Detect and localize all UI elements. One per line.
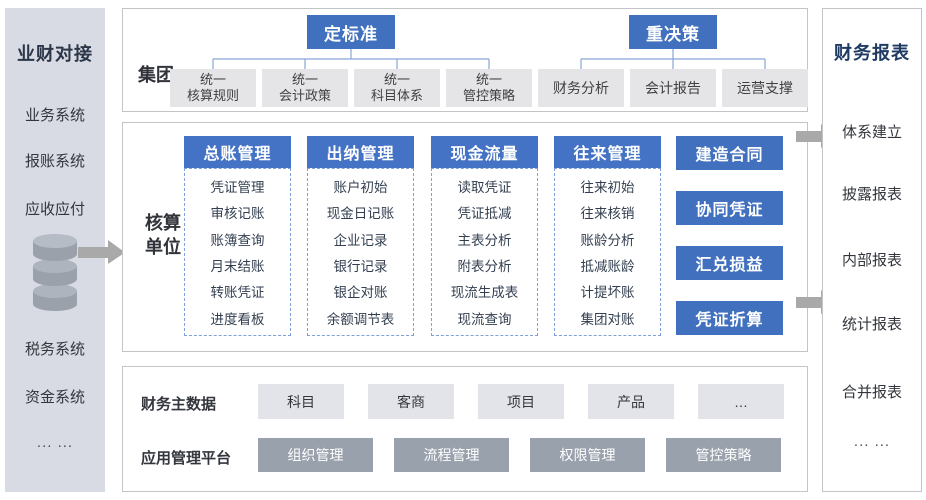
column-general-ledger: 总账管理 凭证管理 审核记账 账簿查询 月末结账 转账凭证 进度看板 (184, 136, 291, 336)
list-item: 往来核销 (580, 206, 635, 222)
column-transaction-management: 往来管理 往来初始 往来核销 账龄分析 抵减账龄 计提坏账 集团对账 (554, 136, 661, 336)
app-platform-label: 应用管理平台 (141, 450, 232, 467)
group-section-label: 集团 (138, 65, 174, 85)
list-item: 集团对账 (580, 311, 635, 327)
list-item: 银行记录 (333, 259, 388, 275)
column-header: 往来管理 (554, 136, 661, 168)
sidebar-item-business-system: 业务系统 (24, 107, 85, 124)
platform-box-process-management: 流程管理 (394, 438, 509, 472)
list-item: 附表分析 (457, 259, 512, 275)
node-operation-support: 运营支撑 (722, 69, 808, 107)
list-item: 读取凭证 (457, 180, 512, 196)
right-sidebar-title: 财务报表 (834, 43, 910, 63)
node-unified-accounting-policy: 统一 会计政策 (262, 69, 348, 107)
masterdata-box-product: 产品 (588, 384, 674, 419)
masterdata-box-subject: 科目 (258, 384, 344, 419)
column-item-list: 账户初始 现金日记账 企业记录 银行记录 银企对账 余额调节表 (307, 168, 414, 336)
node-financial-analysis: 财务分析 (538, 69, 624, 107)
masterdata-box-ellipsis: … (698, 384, 784, 419)
list-item: 现金日记账 (326, 206, 395, 222)
column-cash-flow: 现金流量 读取凭证 凭证抵减 主表分析 附表分析 现流生成表 现流查询 (431, 136, 538, 336)
column-item-list: 往来初始 往来核销 账龄分析 抵减账龄 计提坏账 集团对账 (554, 168, 661, 336)
list-item: 现流查询 (457, 311, 512, 327)
list-item: 主表分析 (457, 232, 512, 248)
list-item: 转账凭证 (210, 285, 265, 301)
report-item-consolidated-reports: 合并报表 (841, 384, 902, 401)
list-item: 现流生成表 (450, 285, 519, 301)
list-item: 计提坏账 (580, 285, 635, 301)
master-data-label: 财务主数据 (141, 396, 217, 413)
list-item: 凭证抵减 (457, 206, 512, 222)
node-unified-subject-system: 统一 科目体系 (354, 69, 440, 107)
list-item: 余额调节表 (326, 311, 395, 327)
left-sidebar-title: 业财对接 (17, 44, 93, 64)
report-item-disclosure-reports: 披露报表 (841, 186, 902, 203)
group-section: 集团 定标准 重决策 统一 核算规则 统一 会计政策 统一 科目体系 统一 管控… (122, 8, 808, 112)
platform-box-permission-management: 权限管理 (530, 438, 645, 472)
construction-contract-button: 建造合同 (676, 136, 783, 170)
list-item: 月末结账 (210, 259, 265, 275)
accounting-unit-label: 核算 单位 (145, 213, 181, 257)
database-icon (33, 234, 77, 311)
accounting-unit-section: 核算 单位 总账管理 凭证管理 审核记账 账簿查询 月末结账 转账凭证 进度看板… (122, 122, 808, 352)
platform-section: 财务主数据 科目 客商 项目 产品 … 应用管理平台 组织管理 流程管理 权限管… (122, 366, 808, 492)
voucher-conversion-button: 凭证折算 (676, 301, 783, 335)
tree-connector-lines (212, 49, 766, 69)
major-decisions-button: 重决策 (629, 15, 717, 49)
column-item-list: 读取凭证 凭证抵减 主表分析 附表分析 现流生成表 现流查询 (431, 168, 538, 336)
column-header: 出纳管理 (307, 136, 414, 168)
list-item: 银企对账 (333, 285, 388, 301)
list-item: 进度看板 (210, 311, 265, 327)
sidebar-item-ar-ap: 应收应付 (24, 201, 85, 218)
node-unified-accounting-rules: 统一 核算规则 (170, 69, 256, 107)
sidebar-item-ellipsis: ... ... (36, 434, 74, 451)
list-item: 账龄分析 (580, 232, 635, 248)
set-standards-button: 定标准 (307, 15, 395, 49)
platform-box-control-strategy: 管控策略 (666, 438, 781, 472)
sidebar-item-treasury-system: 资金系统 (24, 389, 85, 406)
sidebar-item-reimbursement-system: 报账系统 (24, 153, 85, 170)
collaborative-voucher-button: 协同凭证 (676, 191, 783, 225)
list-item: 审核记账 (210, 206, 265, 222)
left-flow-arrow-icon (78, 240, 125, 264)
report-item-statistical-reports: 统计报表 (841, 316, 902, 333)
node-accounting-report: 会计报告 (630, 69, 716, 107)
list-item: 往来初始 (580, 180, 635, 196)
list-item: 抵减账龄 (580, 259, 635, 275)
column-item-list: 凭证管理 审核记账 账簿查询 月末结账 转账凭证 进度看板 (184, 168, 291, 336)
list-item: 凭证管理 (210, 180, 265, 196)
list-item: 账户初始 (333, 180, 388, 196)
masterdata-box-project: 项目 (478, 384, 564, 419)
report-item-internal-reports: 内部报表 (841, 252, 902, 269)
report-item-system-building: 体系建立 (841, 124, 902, 141)
list-item: 企业记录 (333, 232, 388, 248)
column-cashier-management: 出纳管理 账户初始 现金日记账 企业记录 银行记录 银企对账 余额调节表 (307, 136, 414, 336)
financial-reports-sidebar: 财务报表 体系建立 披露报表 内部报表 统计报表 合并报表 ... ... (822, 8, 922, 492)
exchange-gain-loss-button: 汇兑损益 (676, 246, 783, 280)
list-item: 账簿查询 (210, 232, 265, 248)
node-unified-control-strategy: 统一 管控策略 (446, 69, 532, 107)
column-header: 总账管理 (184, 136, 291, 168)
sidebar-item-tax-system: 税务系统 (24, 341, 85, 358)
masterdata-box-customer: 客商 (368, 384, 454, 419)
platform-box-org-management: 组织管理 (258, 438, 373, 472)
column-header: 现金流量 (431, 136, 538, 168)
report-item-ellipsis: ... ... (853, 433, 891, 450)
